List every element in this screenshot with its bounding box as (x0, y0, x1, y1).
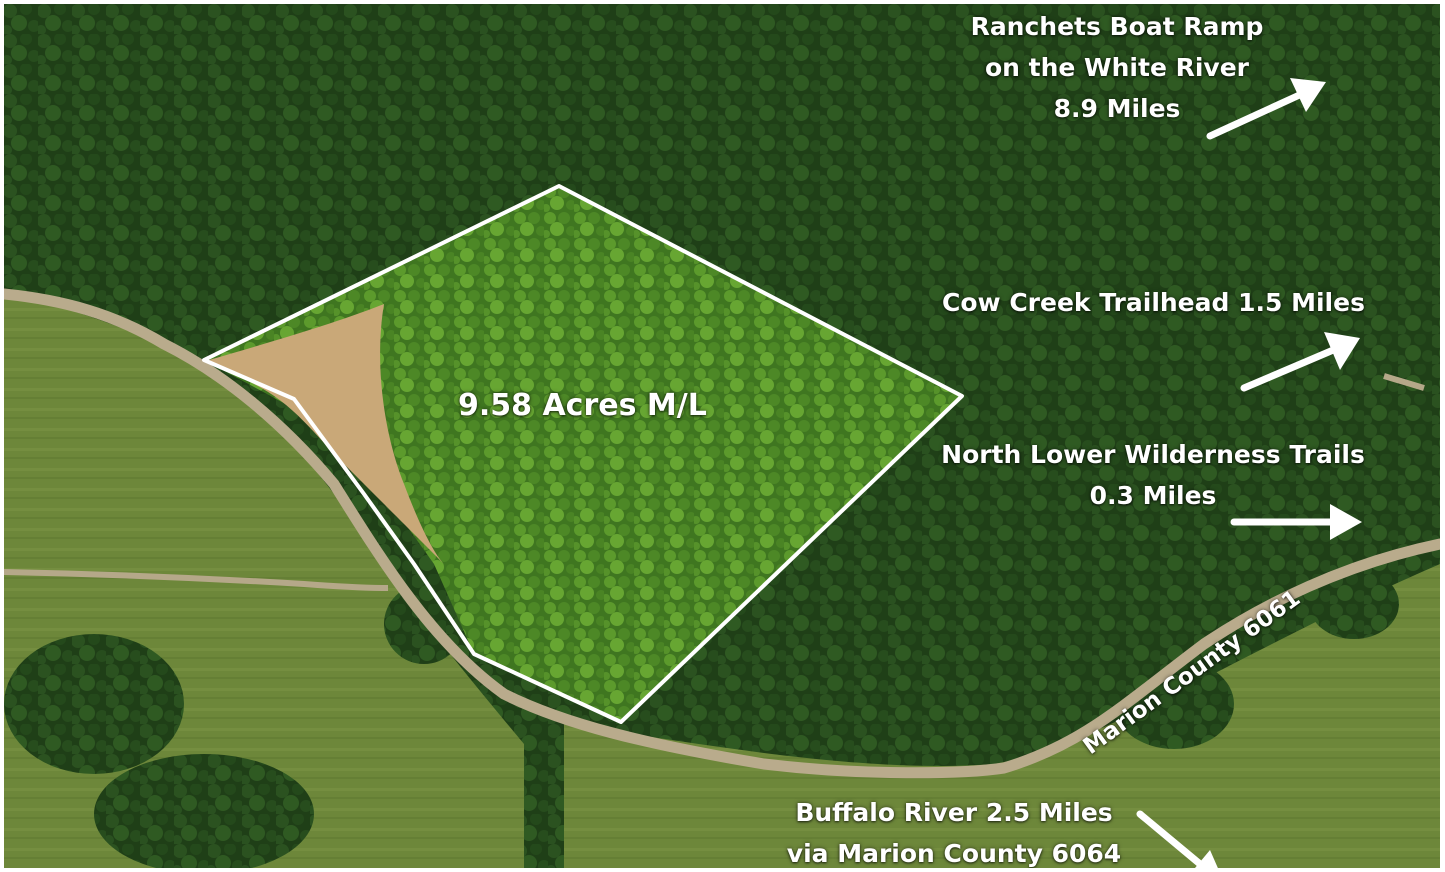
aerial-scene (4, 4, 1440, 868)
arrow-cow-creek-icon (1240, 332, 1360, 392)
right-pasture (564, 564, 1440, 868)
ranchets-line-2: on the White River (984, 53, 1250, 82)
aerial-photo: 9.58 Acres M/L Ranchets Boat Ramp on the… (4, 4, 1440, 868)
arrow-buffalo-icon (1136, 810, 1218, 868)
cow-creek-line-1: Cow Creek Trailhead 1.5 Miles (942, 288, 1365, 317)
arrow-ranchets-icon (1206, 78, 1326, 140)
acreage-text: 9.58 Acres M/L (458, 388, 707, 423)
tree-clump-right (1309, 569, 1399, 639)
wilderness-line-2: 0.3 Miles (1089, 481, 1217, 510)
parcel-clearing (209, 304, 444, 564)
side-road (4, 569, 389, 591)
ranchets-line-1: Ranchets Boat Ramp (970, 12, 1264, 41)
arrow-wilderness-icon (1230, 504, 1362, 540)
wilderness-line-1: North Lower Wilderness Trails (941, 440, 1365, 469)
parcel-acreage-label: 9.58 Acres M/L (458, 386, 707, 426)
cow-creek-trailhead-label: Cow Creek Trailhead 1.5 Miles (942, 282, 1365, 323)
buffalo-river-label: Buffalo River 2.5 Miles via Marion Count… (764, 792, 1144, 868)
parcel-boundary (202, 184, 964, 724)
ranchets-boat-ramp-label: Ranchets Boat Ramp on the White River 8.… (954, 6, 1280, 129)
tree-clump-right-lower (1114, 659, 1234, 749)
tree-clump-lower-left (4, 634, 184, 774)
buffalo-line-1: Buffalo River 2.5 Miles (795, 798, 1113, 827)
wilderness-trails-label: North Lower Wilderness Trails 0.3 Miles (918, 434, 1388, 516)
tree-clump-center (794, 574, 974, 714)
tree-clump-bottom-left (94, 754, 314, 868)
parcel-forest (204, 186, 962, 722)
county-road (4, 288, 1440, 779)
trail-road (1383, 373, 1425, 391)
ranchets-line-3: 8.9 Miles (1053, 94, 1181, 123)
buffalo-line-2: via Marion County 6064 (786, 839, 1122, 868)
